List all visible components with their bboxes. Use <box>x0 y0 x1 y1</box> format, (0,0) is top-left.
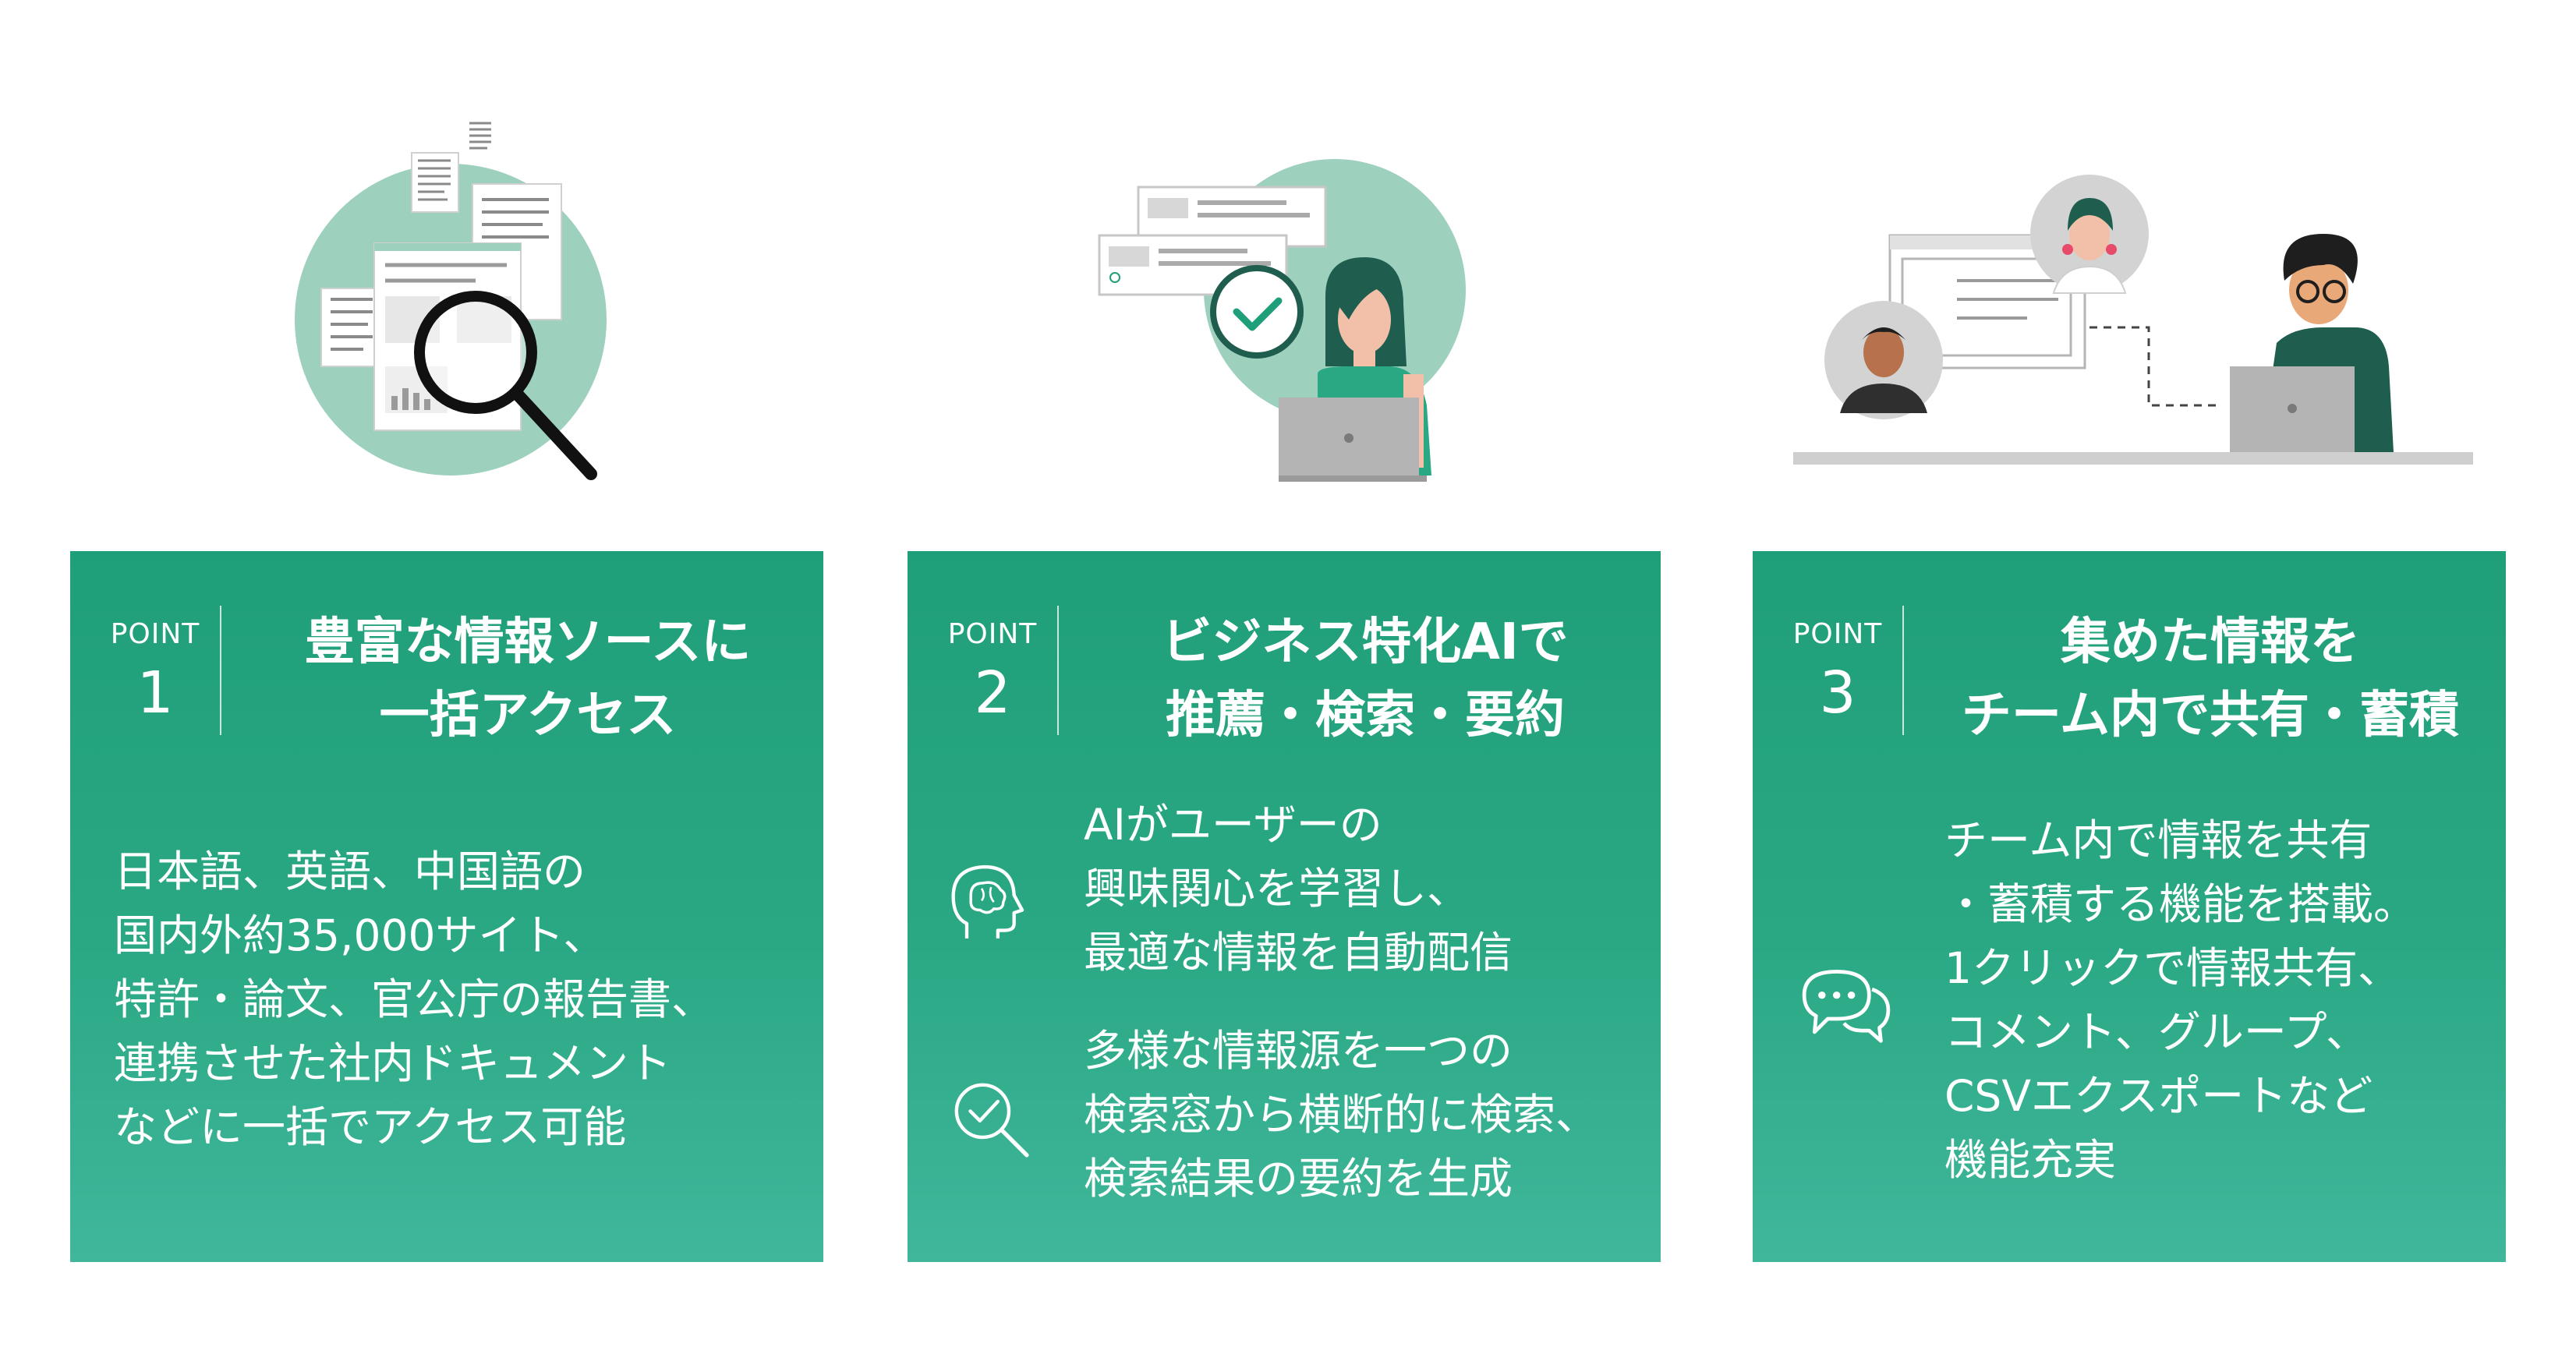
feature-learning: AIがユーザーの 興味関心を学習し、 最適な情報を自動配信 <box>908 793 1661 995</box>
point-card-3: POINT 3 集めた情報を チーム内で共有・蓄積 チーム内で情報を共有 ・蓄積… <box>1753 551 2506 1262</box>
brain-head-icon <box>951 864 1024 939</box>
body-line: などに一括でアクセス可能 <box>114 1102 627 1152</box>
body-line: 検索結果の要約を生成 <box>1084 1154 1513 1204</box>
team-meeting-icon <box>1793 175 2473 465</box>
title-line: 推薦・検索・要約 <box>1166 687 1565 744</box>
illustration-documents-search <box>281 0 624 514</box>
chat-bubbles-icon <box>1802 970 1891 1043</box>
body-line: ・蓄積する機能を搭載。 <box>1944 879 2417 929</box>
body-line: 機能充実 <box>1944 1135 2117 1185</box>
body-line: 多様な情報源を一つの <box>1084 1026 1513 1076</box>
point-card-1: POINT 1 豊富な情報ソースに 一括アクセス 日本語、英語、中国語の 国内外… <box>70 551 823 1262</box>
card-title: 豊富な情報ソースに 一括アクセス <box>240 606 816 752</box>
search-check-icon <box>954 1083 1029 1158</box>
feature-text: 多様な情報源を一つの 検索窓から横断的に検索、 検索結果の要約を生成 <box>1084 1019 1598 1211</box>
feature-text: AIがユーザーの 興味関心を学習し、 最適な情報を自動配信 <box>1084 793 1513 985</box>
title-line: 一括アクセス <box>379 687 677 744</box>
card-body: 日本語、英語、中国語の 国内外約35,000サイト、 特許・論文、官公庁の報告書… <box>114 840 714 1159</box>
card-body: チーム内で情報を共有 ・蓄積する機能を搭載。 1クリックで情報共有、 コメント、… <box>1944 808 2416 1192</box>
body-line: 最適な情報を自動配信 <box>1084 928 1513 977</box>
body-line: 日本語、英語、中国語の <box>114 847 586 896</box>
body-line: チーム内で情報を共有 <box>1944 815 2373 865</box>
body-line: 検索窓から横断的に検索、 <box>1084 1090 1599 1140</box>
body-line: 1クリックで情報共有、 <box>1944 943 2401 993</box>
point-number: 1 <box>136 659 174 726</box>
point-card-2: POINT 2 ビジネス特化AIで 推薦・検索・要約 AIがユーザーの 興味関心… <box>908 551 1661 1262</box>
illustration-team-share <box>1793 0 2495 514</box>
illustration-ai-recommend <box>1092 0 1481 514</box>
body-line: 興味関心を学習し、 <box>1084 864 1470 914</box>
point-label: POINT <box>947 618 1038 650</box>
body-line: 国内外約35,000サイト、 <box>114 910 607 960</box>
point-label: POINT <box>110 618 200 650</box>
feature-search: 多様な情報源を一つの 検索窓から横断的に検索、 検索結果の要約を生成 <box>908 1019 1661 1221</box>
point-number: 3 <box>1819 659 1856 726</box>
divider <box>1902 606 1904 735</box>
woman-laptop-check-icon <box>1098 159 1466 482</box>
title-line: 集めた情報を <box>2061 613 2360 671</box>
point-label: POINT <box>1792 618 1883 650</box>
point-badge: POINT 2 <box>942 618 1043 722</box>
point-badge: POINT 1 <box>104 618 206 722</box>
point-number: 2 <box>974 659 1011 726</box>
point-badge: POINT 3 <box>1787 618 1888 722</box>
body-line: 特許・論文、官公庁の報告書、 <box>114 974 715 1024</box>
body-line: コメント、グループ、 <box>1944 1007 2369 1057</box>
magnifier-documents-icon <box>295 118 607 480</box>
body-line: 連携させた社内ドキュメント <box>114 1038 672 1088</box>
body-line: AIがユーザーの <box>1084 800 1382 850</box>
title-line: 豊富な情報ソースに <box>304 613 752 671</box>
card-title: 集めた情報を チーム内で共有・蓄積 <box>1923 606 2498 752</box>
body-line: CSVエクスポートなど <box>1944 1071 2373 1121</box>
title-line: ビジネス特化AIで <box>1162 613 1569 671</box>
divider <box>220 606 221 735</box>
card-title: ビジネス特化AIで 推薦・検索・要約 <box>1077 606 1653 752</box>
title-line: チーム内で共有・蓄積 <box>1961 687 2460 744</box>
divider <box>1057 606 1059 735</box>
